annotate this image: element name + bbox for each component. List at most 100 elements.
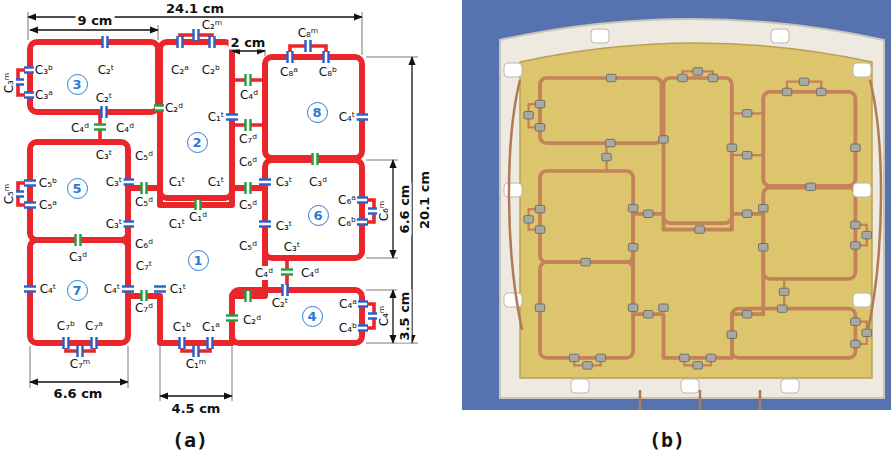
extension-line — [28, 12, 29, 40]
capacitor-plate — [259, 220, 271, 223]
capacitor-plate — [259, 225, 271, 228]
dimension-line — [160, 395, 232, 396]
coil-loop — [732, 309, 856, 358]
coax-cable — [639, 390, 642, 410]
capacitor-plate — [322, 51, 325, 63]
capacitor-symbol — [24, 180, 36, 186]
coil-loop — [265, 160, 362, 258]
coil-number: 5 — [67, 178, 88, 199]
coil-loop — [265, 57, 362, 158]
extension-line — [232, 346, 233, 401]
capacitor-gap — [312, 154, 318, 164]
coil-loop — [763, 188, 855, 279]
capacitor-gap — [260, 221, 270, 227]
mounting-clip — [853, 63, 871, 77]
coil-number-text: 1 — [193, 254, 202, 267]
mounting-clip — [681, 379, 699, 393]
capacitor-gap — [357, 325, 367, 331]
capacitor-symbol — [207, 337, 213, 349]
capacitor-label: C₄ᵐ — [377, 305, 391, 328]
capacitor-component — [851, 144, 861, 151]
capacitor-gap — [63, 338, 69, 348]
capacitor-symbol — [91, 337, 97, 349]
capacitor-gap — [282, 269, 292, 275]
capacitor-plate — [356, 113, 368, 116]
capacitor-plate — [81, 345, 84, 357]
capacitor-symbol — [287, 51, 293, 63]
capacitor-gap — [195, 200, 201, 210]
capacitor-label: C₅ᵇ — [38, 176, 58, 190]
mounting-clip — [504, 183, 522, 197]
capacitor-label: C₃ᵈ — [68, 250, 88, 264]
coil-number: 6 — [308, 205, 329, 226]
capacitor-plate — [281, 273, 293, 276]
capacitor-gap — [207, 338, 213, 348]
capacitor-label: C₃ᵗ — [105, 217, 124, 231]
capacitor-symbol — [356, 219, 368, 225]
capacitor-symbol — [282, 284, 288, 296]
capacitor-plate — [249, 74, 252, 86]
capacitor-component — [628, 244, 638, 251]
extension-line — [160, 346, 161, 401]
capacitor-component — [851, 318, 861, 325]
capacitor-plate — [244, 290, 247, 302]
capacitor-component — [680, 354, 690, 361]
capacitor-label: C₃ᵗ — [275, 219, 294, 233]
capacitor-gap — [287, 52, 293, 62]
capacitor-plate — [76, 345, 79, 357]
capacitor-label: C₃ᵇ — [34, 63, 54, 77]
capacitor-plate — [24, 184, 36, 187]
capacitor-label: C₄ᵈ — [70, 121, 90, 135]
capacitor-symbol — [122, 179, 134, 185]
coil-number: 7 — [67, 280, 88, 301]
capacitor-plate — [24, 290, 36, 293]
capacitor-component — [816, 88, 826, 95]
capacitor-symbol — [24, 202, 36, 208]
capacitor-label: C₅ᵈ — [238, 198, 258, 212]
capacitor-component — [535, 205, 545, 212]
capacitor-gap — [357, 114, 367, 120]
capacitor-gap — [209, 37, 215, 47]
capacitor-plate — [281, 284, 284, 296]
coil-loop — [30, 142, 128, 240]
capacitor-symbol — [122, 286, 134, 292]
capacitor-gap — [75, 235, 81, 245]
capacitor-label: C₃ᵗ — [275, 175, 294, 189]
mounting-clip — [504, 293, 522, 307]
capacitor-label: C₆ᵐ — [377, 200, 391, 223]
coil-number: 2 — [187, 132, 208, 153]
capacitor-plate — [211, 337, 214, 349]
capacitor-plate — [95, 337, 98, 349]
capacitor-label: C₁ᵃ — [201, 320, 221, 334]
capacitor-plate — [286, 284, 289, 296]
capacitor-component — [742, 311, 752, 318]
capacitor-plate — [192, 345, 195, 357]
dimension-label: 24.1 cm — [164, 1, 226, 16]
coax-cable — [699, 390, 702, 410]
capacitor-plate — [281, 268, 293, 271]
extension-line — [366, 57, 418, 58]
capacitor-gap — [245, 75, 251, 85]
capacitor-component — [607, 74, 617, 81]
coil-loop — [540, 262, 633, 358]
capacitor-gap — [305, 41, 311, 51]
capacitor-plate — [106, 36, 109, 48]
capacitor-plate — [94, 128, 106, 131]
capacitor-component — [779, 288, 789, 295]
extension-line — [366, 290, 398, 291]
capacitor-label: C₆ᵇ — [337, 215, 357, 229]
capacitor-label: C₂ᵗ — [271, 296, 290, 310]
capacitor-gap — [357, 197, 367, 203]
capacitor-symbol — [245, 74, 251, 86]
dimension-label: 3.5 cm — [397, 290, 412, 343]
capacitor-label: C₄ᵃ — [338, 297, 358, 311]
capacitor-gap — [245, 120, 251, 130]
capacitor-plate — [244, 119, 247, 131]
capacitor-symbol — [75, 234, 81, 246]
capacitor-component — [644, 311, 654, 318]
capacitor-label: C₇ᵈ — [238, 132, 258, 146]
dimension-label: 6.6 cm — [52, 386, 105, 401]
capacitor-plate — [122, 285, 134, 288]
capacitor-plate — [356, 223, 368, 226]
